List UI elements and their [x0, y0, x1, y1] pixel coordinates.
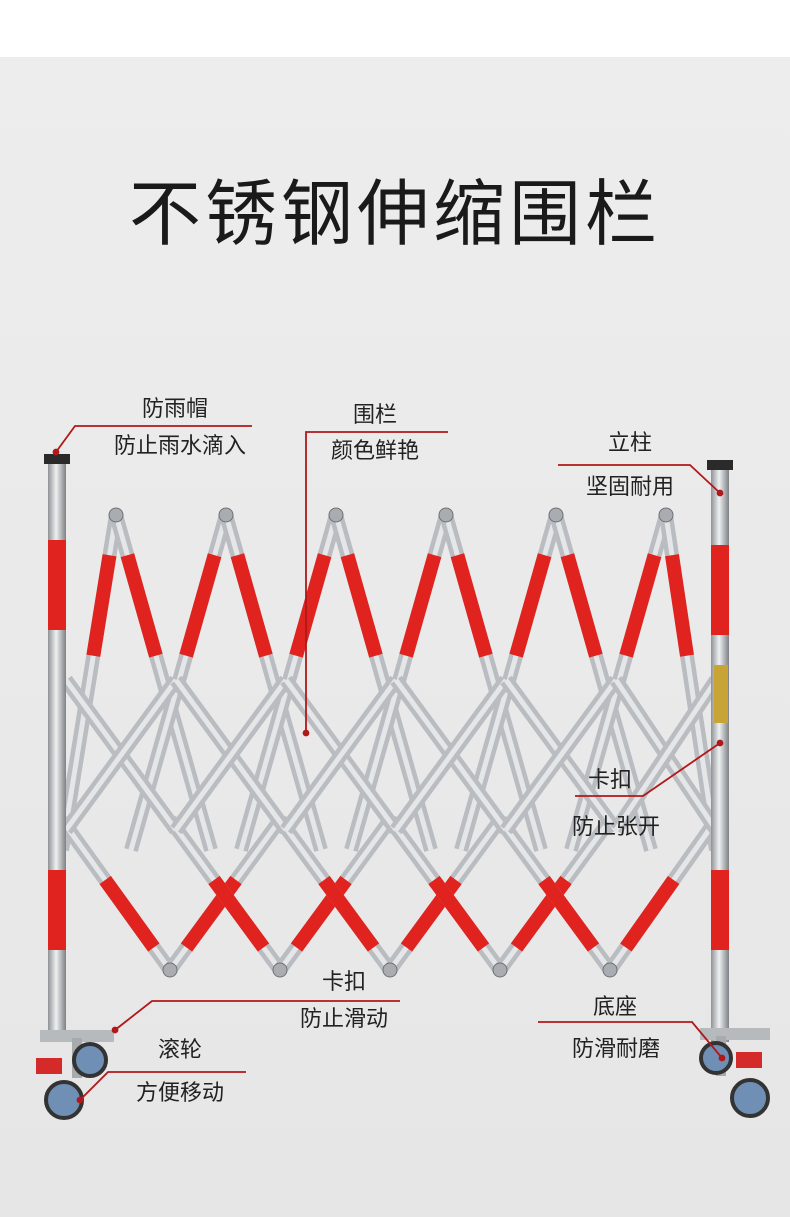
lattice-bar-mid-up-5-shine	[613, 678, 719, 832]
lattice-pivot-bottom-1	[272, 962, 288, 978]
latch-right-desc: 防止张开	[571, 815, 660, 840]
brake-pedal-right	[736, 1052, 762, 1068]
callout-line-base	[538, 1021, 723, 1059]
lattice-pivot-top-1	[218, 507, 234, 523]
fence-label: 围栏	[352, 403, 397, 428]
base-label: 底座	[592, 995, 637, 1020]
left-post	[44, 454, 70, 1040]
lattice-pivot-top-3	[438, 507, 454, 523]
lattice-pivot-top-5	[658, 507, 674, 523]
callout-line-latch-bottom	[114, 1000, 400, 1031]
lattice-pivot-top-2	[328, 507, 344, 523]
lattice-bar-mid-up-0-shine	[63, 678, 179, 832]
callout-line-rain-cap	[55, 425, 252, 453]
scissor-lattice	[55, 507, 723, 978]
caster-desc: 方便移动	[135, 1081, 224, 1106]
callout-line-latch-right	[575, 742, 721, 797]
lattice-stripe-upper-left-2	[289, 553, 332, 658]
callout-line-caster	[79, 1071, 246, 1101]
lattice-bar-mid-up-4-shine	[503, 678, 619, 832]
lattice-pivot-top-0	[108, 507, 124, 523]
base-desc: 防滑耐磨	[571, 1037, 660, 1062]
caster-wheel-back-left	[72, 1042, 108, 1078]
lattice-stripe-upper-right-2	[340, 553, 383, 658]
lattice-stripe-lower-left-1	[208, 875, 270, 952]
lattice-stripe-upper-right-4	[560, 553, 603, 658]
rain-cap-left	[44, 454, 70, 464]
lattice-stripe-lower-left-4	[538, 875, 600, 952]
lattice-bar-mid-up-2-shine	[283, 678, 399, 832]
post-desc: 坚固耐用	[585, 475, 674, 500]
caster-label: 滚轮	[157, 1038, 202, 1063]
lattice-pivot-bottom-0	[162, 962, 178, 978]
lattice-stripe-upper-left-5	[619, 553, 662, 658]
caster-wheel-front-left	[44, 1080, 84, 1120]
latch-bottom-desc: 防止滑动	[299, 1007, 388, 1032]
lattice-stripe-upper-right-1	[230, 553, 273, 658]
lattice-bar-mid-up-1-shine	[173, 678, 289, 832]
right-base	[699, 1028, 770, 1118]
lattice-stripe-upper-left-1	[179, 553, 222, 658]
lattice-stripe-lower-left-2	[318, 875, 380, 952]
right-post	[707, 460, 733, 1042]
caster-wheel-front-right	[730, 1078, 770, 1118]
lattice-pivot-bottom-3	[492, 962, 508, 978]
rain-cap-desc: 防止雨水滴入	[113, 434, 246, 459]
fence-desc: 颜色鲜艳	[330, 439, 419, 464]
lattice-stripe-upper-left-0	[86, 554, 117, 657]
lattice-stripe-lower-right-4	[620, 875, 680, 952]
lattice-stripe-lower-left-0	[99, 875, 160, 952]
lattice-pivot-bottom-2	[382, 962, 398, 978]
latch-plate	[714, 665, 728, 723]
brake-pedal-left	[36, 1058, 62, 1074]
latch-bottom-label: 卡扣	[321, 970, 366, 995]
rain-cap-right	[707, 460, 733, 470]
caster-wheel-back-right	[699, 1041, 733, 1075]
callout-line-fence	[305, 431, 448, 733]
lattice-stripe-upper-left-3	[399, 553, 442, 658]
lattice-stripe-upper-right-3	[450, 553, 493, 658]
left-base	[36, 1030, 114, 1120]
lattice-stripe-lower-left-3	[428, 875, 490, 952]
lattice-pivot-bottom-4	[602, 962, 618, 978]
lattice-pivot-top-4	[548, 507, 564, 523]
rain-cap-label: 防雨帽	[141, 397, 208, 422]
callout-line-post	[558, 464, 721, 494]
background-panel	[0, 57, 790, 1217]
lattice-stripe-upper-left-4	[509, 553, 552, 658]
lattice-stripe-upper-right-5	[665, 554, 694, 657]
lattice-stripe-upper-right-0	[120, 553, 163, 658]
lattice-bar-mid-up-3-shine	[393, 678, 509, 832]
post-label: 立柱	[607, 431, 652, 456]
latch-right-label: 卡扣	[587, 768, 632, 793]
product-title: 不锈钢伸缩围栏	[128, 172, 661, 256]
